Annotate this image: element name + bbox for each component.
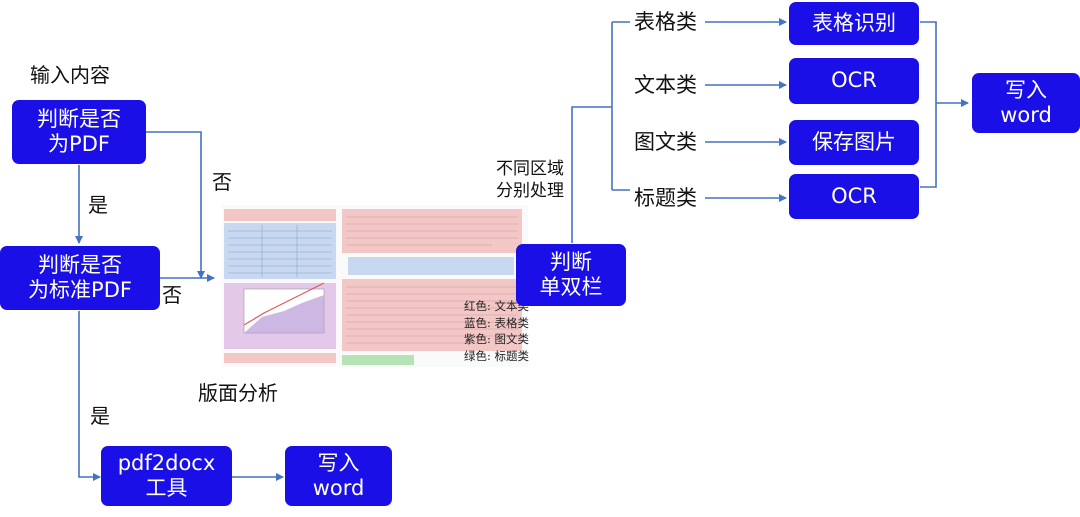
paper-sketch [224, 209, 522, 365]
yes-label-2: 是 [90, 404, 110, 428]
single-double-column-box: 判断 单双栏 [516, 244, 626, 306]
category-text: 文本类 [634, 73, 697, 97]
layout-analysis-label: 版面分析 [198, 381, 278, 405]
layout-analysis-image [222, 205, 528, 367]
ocr-text-box: OCR [789, 58, 919, 104]
write-word-right-box: 写入 word [972, 73, 1080, 133]
save-image-box: 保存图片 [789, 120, 919, 165]
is-pdf-box: 判断是否 为PDF [12, 100, 146, 164]
no-label-2: 否 [162, 283, 182, 307]
arrow-standard-yes [78, 311, 101, 481]
pdf2docx-box: pdf2docx 工具 [101, 446, 232, 506]
is-standard-pdf-box: 判断是否 为标准PDF [0, 246, 160, 310]
ocr-title-box: OCR [789, 174, 919, 219]
yes-label-1: 是 [88, 193, 108, 217]
category-image-text: 图文类 [634, 130, 697, 154]
merge-top [920, 21, 937, 188]
arrow-column-fork [571, 106, 612, 243]
category-title: 标题类 [634, 186, 697, 210]
color-legend: 红色: 文本类 蓝色: 表格类 紫色: 图文类 绿色: 标题类 [464, 299, 530, 364]
arrow-pdf-no [146, 131, 205, 279]
category-table: 表格类 [634, 10, 697, 34]
table-recognition-box: 表格识别 [789, 2, 919, 45]
region-process-label: 不同区域 分别处理 [496, 159, 564, 202]
no-label-1: 否 [212, 170, 232, 194]
write-word-bottom-box: 写入 word [285, 446, 392, 506]
input-content-label: 输入内容 [30, 63, 110, 87]
